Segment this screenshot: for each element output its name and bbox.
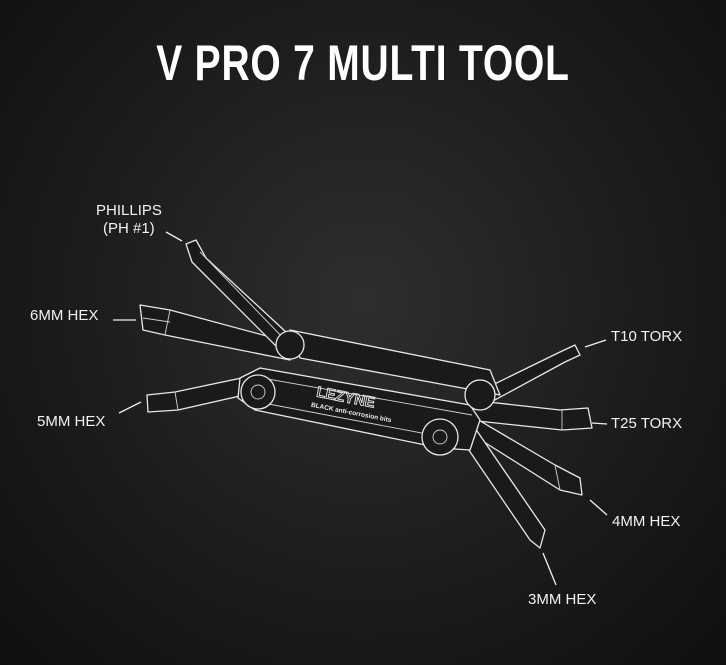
label-3mm-hex: 3MM HEX xyxy=(528,591,597,608)
leader-t25 xyxy=(591,422,608,425)
bolt-top xyxy=(275,330,496,411)
label-t25-torx: T25 TORX xyxy=(611,415,683,432)
label-4mm-hex: 4MM HEX xyxy=(612,513,681,530)
label-6mm-hex: 6MM HEX xyxy=(30,307,99,324)
bolt-left xyxy=(240,374,276,410)
leader-lines xyxy=(113,231,608,586)
leader-4mm xyxy=(589,499,608,516)
bolt-right xyxy=(421,418,459,456)
label-t10-torx: T10 TORX xyxy=(611,328,683,345)
leader-5mm xyxy=(118,401,142,414)
label-phillips-size: (PH #1) xyxy=(103,220,155,237)
leader-phillips xyxy=(165,231,183,242)
leader-3mm xyxy=(542,552,557,586)
label-5mm-hex: 5MM HEX xyxy=(37,413,106,430)
leader-t10 xyxy=(584,339,607,348)
label-phillips: PHILLIPS xyxy=(96,202,162,219)
page-title: V PRO 7 MULTI TOOL xyxy=(156,35,570,91)
